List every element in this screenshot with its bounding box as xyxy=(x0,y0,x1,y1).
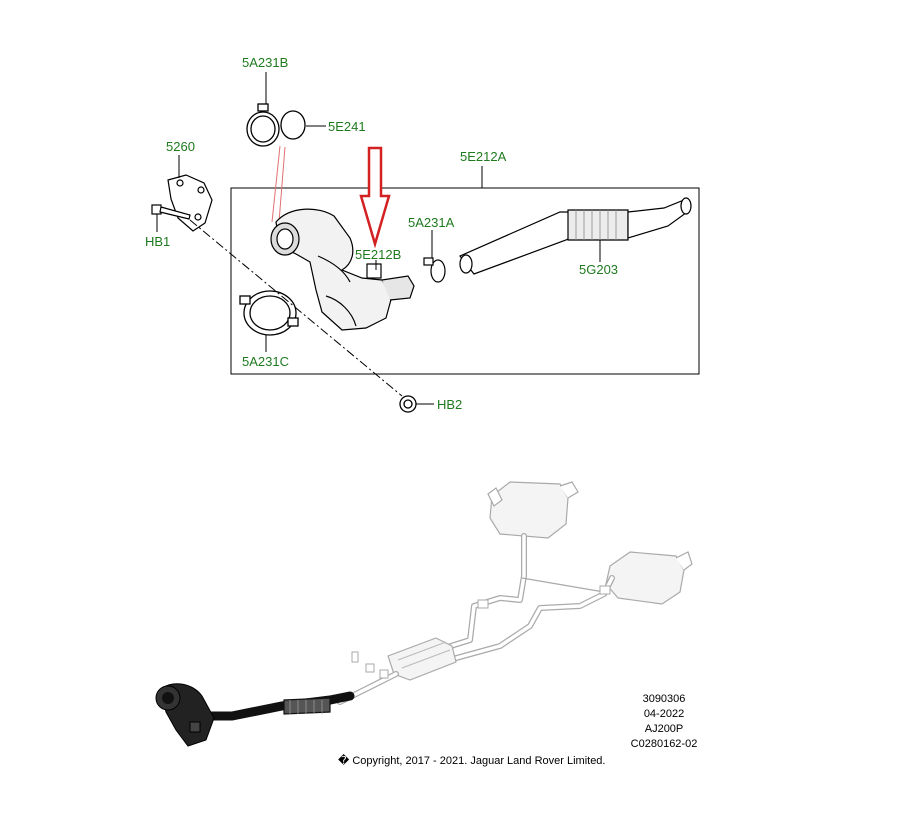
highlighted-downpipe xyxy=(155,683,355,747)
clamp-5a231c xyxy=(239,290,299,336)
reference-date: 04-2022 xyxy=(643,708,685,720)
red-pointer-arrow xyxy=(359,146,391,249)
callout-hb1: HB1 xyxy=(145,234,170,249)
exhaust-system-overview xyxy=(155,481,693,747)
clamp-5a231a xyxy=(423,257,446,283)
callout-5e241: 5E241 xyxy=(328,119,366,134)
reference-number: 3090306 xyxy=(642,693,686,705)
group-box-5e212a xyxy=(230,187,700,375)
hanger xyxy=(477,599,489,609)
rear-muffler-left xyxy=(487,481,579,539)
callout-5a231c: 5A231C xyxy=(242,354,289,369)
reference-catalog: C0280162-02 xyxy=(630,738,698,750)
alignment-line xyxy=(278,146,286,223)
callout-5260: 5260 xyxy=(166,139,195,154)
downpipe-5e212a xyxy=(459,197,692,275)
crossbar xyxy=(521,577,605,593)
bracket-5260 xyxy=(167,174,213,232)
rear-muffler-right xyxy=(605,551,693,605)
copyright-notice: � Copyright, 2017 - 2021. Jaguar Land Ro… xyxy=(338,755,606,767)
gasket-5e241 xyxy=(280,110,306,140)
callout-5a231b: 5A231B xyxy=(242,55,288,70)
callout-5e212b: 5E212B xyxy=(355,247,401,262)
alignment-line xyxy=(271,145,281,223)
catalytic-converter-5e212b xyxy=(270,208,415,331)
bolt-hb1 xyxy=(151,204,191,220)
hanger xyxy=(599,585,611,595)
nut-hb2 xyxy=(399,395,417,413)
callout-5e212a: 5E212A xyxy=(460,149,507,164)
reference-block: 3090306 04-2022 AJ200P C0280162-02 xyxy=(620,692,708,752)
callout-5a231a: 5A231A xyxy=(408,215,455,230)
callout-5g203: 5G203 xyxy=(579,262,618,277)
clamp-5a231b xyxy=(246,103,280,147)
sensor-clamps xyxy=(351,651,389,679)
callout-hb2: HB2 xyxy=(437,397,462,412)
reference-engine: AJ200P xyxy=(644,723,684,735)
